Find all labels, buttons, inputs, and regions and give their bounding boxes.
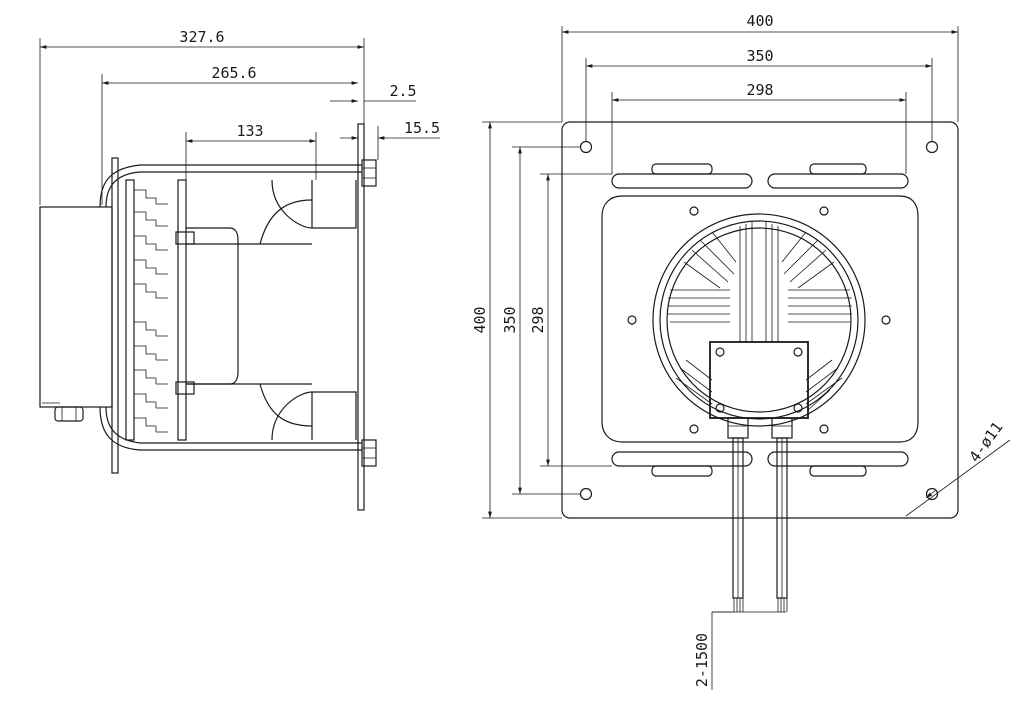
dim-mount-holes: 4-ø11	[965, 419, 1006, 466]
dim-inner-depth: 133	[236, 122, 263, 140]
dim-flange-offset: 15.5	[404, 119, 440, 137]
dim-side-overall-length: 327.6	[179, 28, 224, 46]
dim-plate-thickness: 2.5	[389, 82, 416, 100]
side-view-dimensions: 327.6 265.6 2.5 15.5 133	[39, 28, 440, 205]
dim-cable-spec: 2-1500	[693, 633, 711, 687]
side-view	[39, 123, 377, 511]
dim-mount-hole-spacing-inner: 298	[746, 81, 773, 99]
dim-side-body-length: 265.6	[211, 64, 256, 82]
dim-vertical-hole-spacing-inner: 298	[529, 306, 547, 333]
dim-front-height: 400	[471, 306, 489, 333]
dim-front-width: 400	[746, 12, 773, 30]
front-view	[561, 121, 959, 612]
front-view-dimensions: 400 350 298 400 350 298 4-ø11 2-1500	[471, 12, 1011, 690]
dim-mount-hole-spacing-outer: 350	[746, 47, 773, 65]
dim-vertical-hole-spacing-outer: 350	[501, 306, 519, 333]
